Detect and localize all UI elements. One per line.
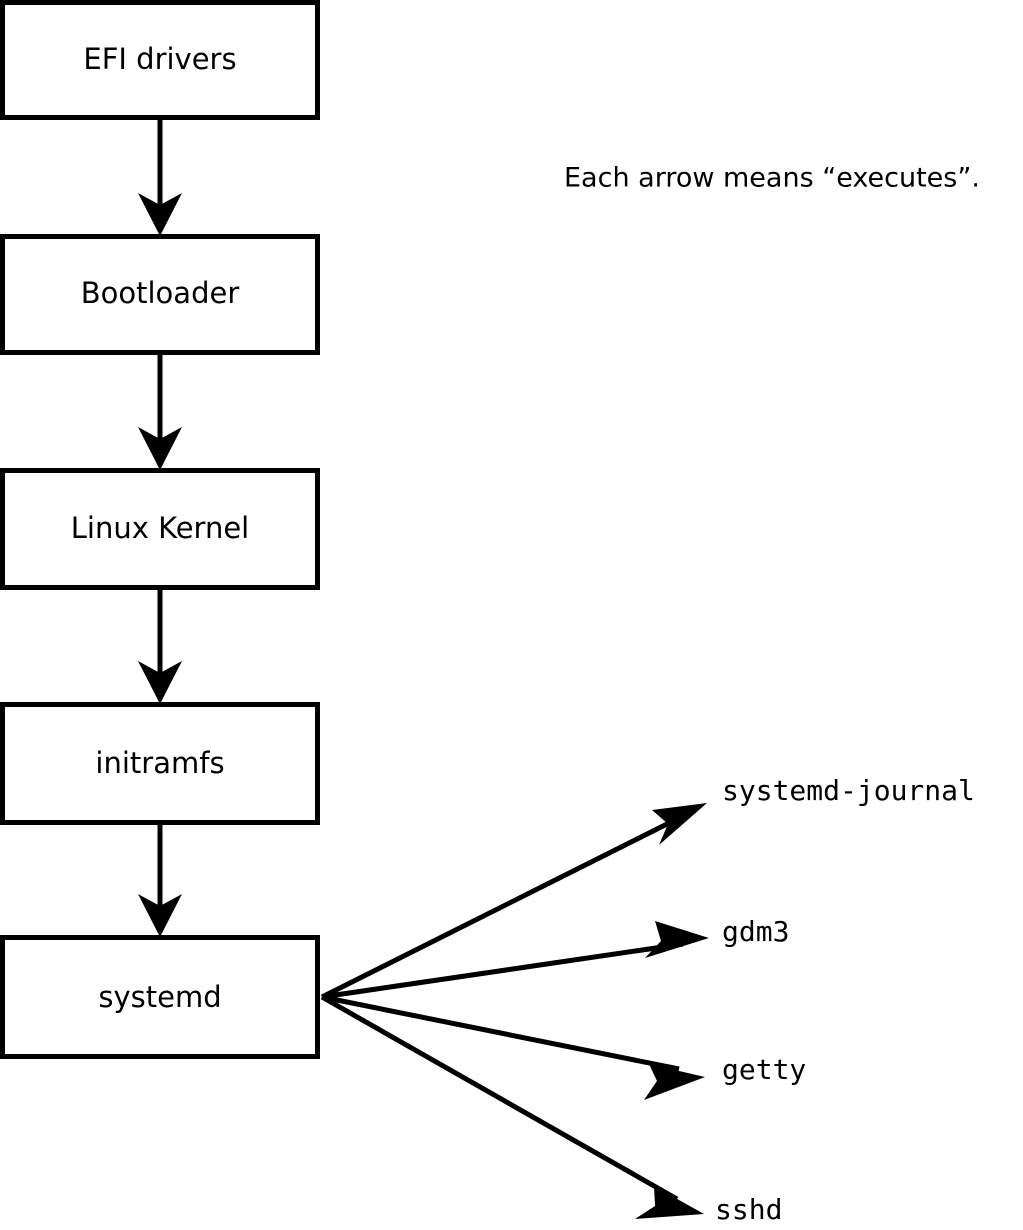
leaf-label-sshd: sshd [715,1193,782,1226]
arrowhead-icon-systemd-journal [652,803,707,845]
edge-systemd-to-getty [321,994,680,1072]
node-box-systemd[interactable] [0,935,320,1059]
node-label-efi-drivers: EFI drivers [83,42,236,76]
node-box-linux-kernel[interactable] [0,468,320,590]
node-label-linux-kernel: Linux Kernel [71,511,249,545]
arrowhead-down-icon-systemd [138,894,182,937]
diagram-caption: Each arrow means “executes”. [564,163,980,194]
leaf-label-getty: getty [722,1053,806,1086]
arrowhead-icon-gdm3 [645,921,709,958]
node-efi-drivers[interactable]: EFI drivers [0,0,320,120]
node-label-initramfs: initramfs [95,746,224,780]
arrowhead-down-icon-initramfs [138,661,182,704]
node-label-systemd: systemd [98,980,221,1014]
systemd-fanout-connectors [320,813,685,1202]
leaf-label-systemd-journal: systemd-journal [722,774,975,807]
node-box-initramfs[interactable] [0,702,320,825]
edge-systemd-to-sshd [320,994,679,1202]
leaf-label-gdm3: gdm3 [722,915,789,948]
node-linux-kernel[interactable]: Linux Kernel [0,468,320,590]
node-label-bootloader: Bootloader [81,276,240,310]
arrowhead-down-icon-bootloader [138,193,182,236]
edge-systemd-to-gdm3 [321,941,684,1000]
systemd-fanout-arrowheads [635,803,709,1219]
node-systemd[interactable]: systemd [0,935,320,1059]
node-box-efi-drivers[interactable] [0,0,320,120]
chain-arrowheads [138,193,182,937]
node-initramfs[interactable]: initramfs [0,702,320,825]
edge-systemd-to-systemd-journal [320,813,685,1000]
node-bootloader[interactable]: Bootloader [0,234,320,355]
arrowhead-icon-getty [644,1064,705,1100]
arrowhead-icon-sshd [635,1186,704,1219]
systemd-child-labels: systemd-journal gdm3 getty sshd [715,774,975,1226]
node-box-bootloader[interactable] [0,234,320,355]
arrowhead-down-icon-linux-kernel [138,427,182,470]
